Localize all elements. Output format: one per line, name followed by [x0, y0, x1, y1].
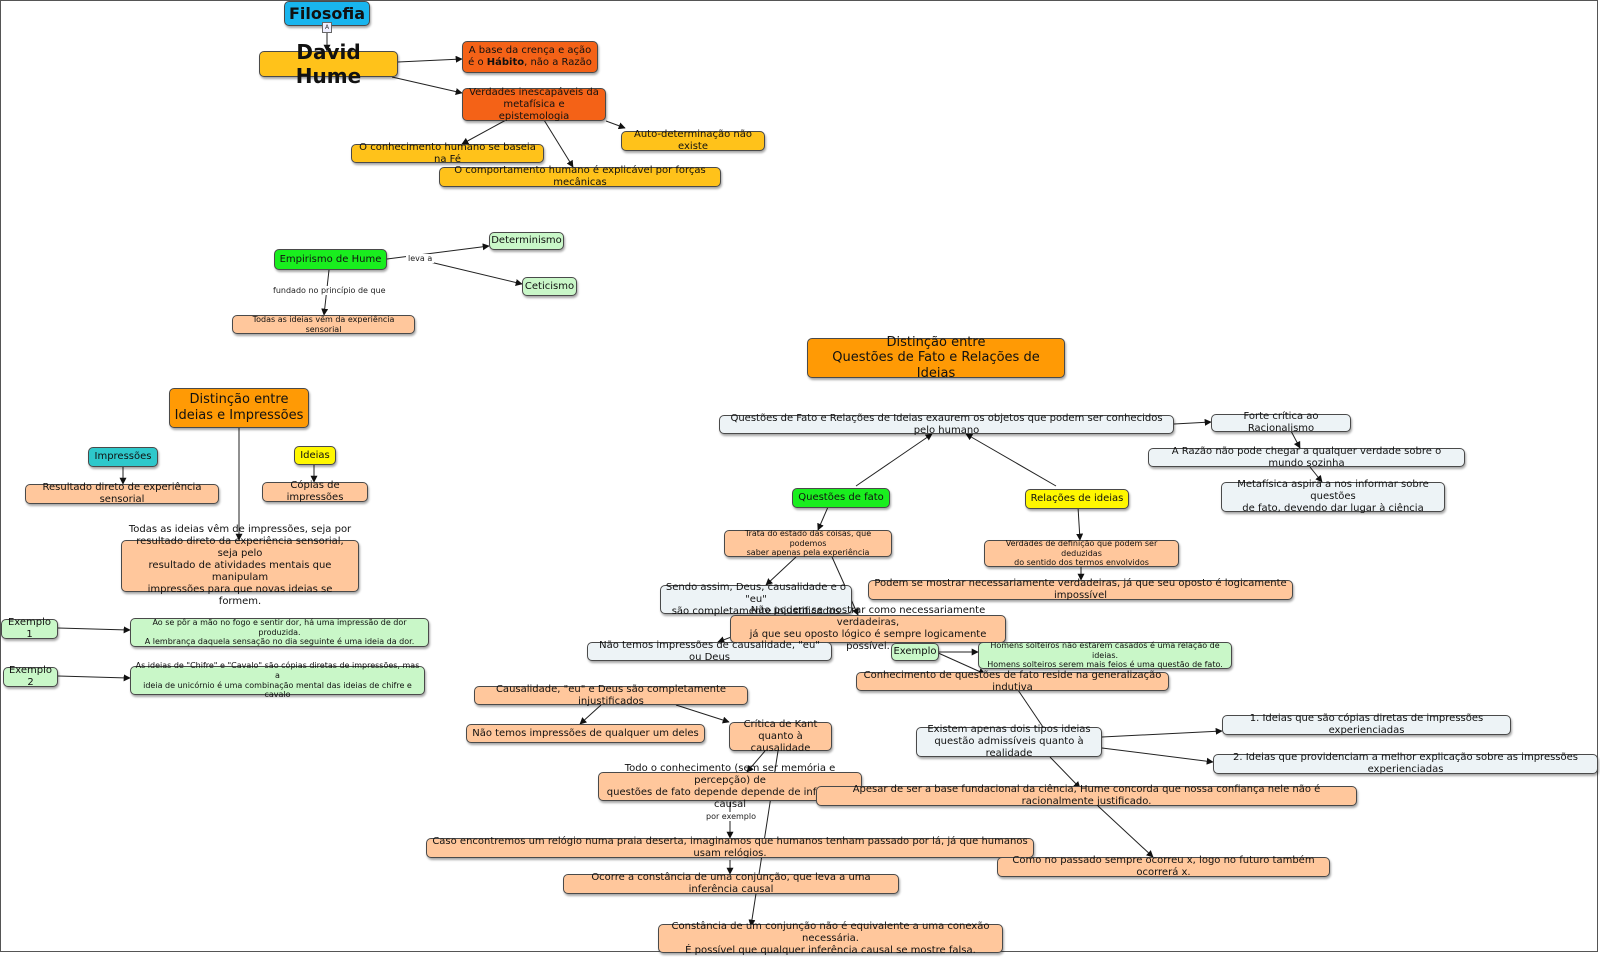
node-ideias[interactable]: Ideias: [294, 446, 336, 465]
node-todas-impressoes[interactable]: Todas as ideias vêm de impressões, seja …: [121, 524, 359, 607]
node-copias-impressoes[interactable]: Cópias de impressões: [262, 480, 368, 503]
node-solteiros[interactable]: Homens solteiros não estarem casados é u…: [978, 641, 1232, 669]
node-trata[interactable]: Trata do estado das coisas, que podemos …: [724, 529, 892, 557]
node-comportamento[interactable]: O comportamento humano é explicável por …: [439, 165, 721, 188]
node-exemplo-1-texto[interactable]: Ao se pôr a mão no fogo e sentir dor, há…: [130, 618, 429, 647]
node-auto-determinacao[interactable]: Auto-determinação não existe: [621, 129, 765, 152]
node-distincao-fato[interactable]: Distinção entre Questões de Fato e Relaç…: [807, 335, 1065, 381]
node-distincao-ideias[interactable]: Distinção entre Ideias e Impressões: [169, 388, 309, 428]
node-exemplo-1[interactable]: Exemplo 1: [1, 617, 58, 640]
node-empirismo[interactable]: Empirismo de Hume: [274, 249, 387, 270]
node-exaurem[interactable]: Questões de Fato e Relações de Ideias ex…: [719, 413, 1174, 436]
node-exemplo-2[interactable]: Exemplo 2: [3, 665, 58, 688]
node-verdades-definicao[interactable]: Verdades de definição que podem ser dedu…: [984, 539, 1179, 567]
node-sendo-assim[interactable]: Sendo assim, Deus, causalidade e o "eu" …: [660, 582, 852, 617]
node-generalizacao[interactable]: Conhecimento de questões de fato reside …: [856, 670, 1169, 693]
node-exemplo-2-texto[interactable]: As ideias de "Chifre" e "Cavalo" são cóp…: [130, 661, 425, 699]
link-label-fundado: fundado no princípio de que: [271, 286, 388, 295]
node-habito[interactable]: A base da crença e ação é o Hábito, não …: [462, 41, 598, 73]
node-nao-temos-causalidade[interactable]: Não temos impressões de causalidade, "eu…: [587, 640, 832, 663]
node-critica-kant[interactable]: Crítica de Kant quanto à causalidade: [729, 719, 832, 754]
node-tipo-2[interactable]: 2. Ideias que providenciam a melhor expl…: [1213, 752, 1598, 775]
node-causalidade-injustificados[interactable]: Causalidade, "eu" e Deus são completamen…: [474, 684, 748, 707]
node-impressoes[interactable]: Impressões: [88, 447, 158, 467]
node-nao-temos-qualquer[interactable]: Não temos impressões de qualquer um dele…: [466, 724, 705, 743]
node-constancia[interactable]: Ocorre a constância de uma conjunção, qu…: [563, 872, 899, 895]
link-label-por-exemplo: por exemplo: [704, 812, 758, 821]
node-forte-critica[interactable]: Forte crítica ao Racionalismo: [1211, 411, 1351, 434]
node-david-hume[interactable]: David Hume: [259, 40, 398, 88]
node-ceticismo[interactable]: Ceticismo: [522, 277, 577, 296]
link-label-leva-a: leva a: [406, 254, 435, 263]
node-relacoes-de-ideias[interactable]: Relações de ideias: [1025, 489, 1129, 509]
node-verdades-inescapaveis[interactable]: Verdades inescapáveis da metafísica e ep…: [462, 87, 606, 122]
node-relogio[interactable]: Caso encontremos um relógio numa praia d…: [426, 836, 1034, 859]
node-questoes-de-fato[interactable]: Questões de fato: [792, 488, 890, 508]
node-exemplo-solteiros[interactable]: Exemplo: [891, 643, 939, 661]
node-filosofia[interactable]: Filosofia: [284, 1, 370, 26]
node-todas-experiencia[interactable]: Todas as ideias vêm da experiência senso…: [232, 315, 415, 334]
node-dois-tipos[interactable]: Existem apenas dois tipos ideias questão…: [916, 724, 1102, 759]
node-apesar[interactable]: Apesar de ser a base fundacional da ciên…: [816, 784, 1357, 807]
node-resultado-direto[interactable]: Resultado direto de experiência sensoria…: [25, 482, 219, 505]
document-icon[interactable]: A: [322, 22, 332, 33]
node-razao[interactable]: A Razão não pode chegar a qualquer verda…: [1148, 446, 1465, 469]
node-como-passado[interactable]: Como no passado sempre ocorreu x, logo n…: [997, 855, 1330, 878]
node-metafisica[interactable]: Metafísica aspira a nos informar sobre q…: [1221, 479, 1445, 514]
node-determinismo[interactable]: Determinismo: [489, 232, 564, 250]
node-podem-mostrar[interactable]: Podem se mostrar necessariamente verdade…: [868, 578, 1293, 601]
node-nao-podem[interactable]: Não podem se mostrar como necessariament…: [730, 605, 1006, 652]
node-constancia-nao[interactable]: Constância de um conjunção não é equival…: [658, 921, 1003, 956]
node-conhecimento-fe[interactable]: O conhecimento humano se baseia na Fé: [351, 142, 544, 165]
node-tipo-1[interactable]: 1. Ideias que são cópias diretas de impr…: [1222, 713, 1511, 736]
